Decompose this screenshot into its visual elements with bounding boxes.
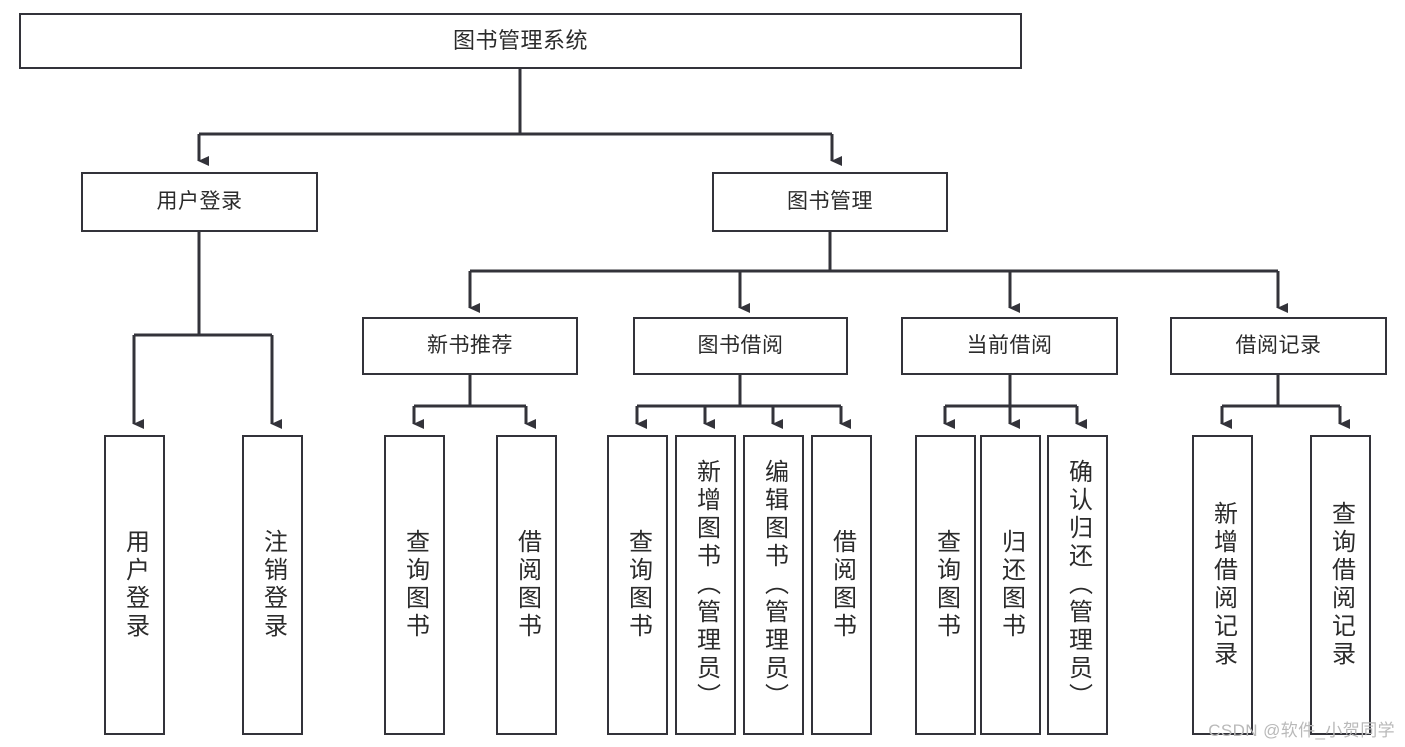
node-label: 借阅图书 xyxy=(828,529,856,641)
node-book-borrow[interactable]: 图书借阅 xyxy=(633,317,848,375)
leaf-user-logout[interactable]: 注销登录 xyxy=(242,435,303,735)
node-label: 新增借阅记录 xyxy=(1209,501,1237,669)
leaf-query-borrow-record[interactable]: 查询借阅记录 xyxy=(1310,435,1371,735)
leaf-edit-book-admin[interactable]: 编辑图书（管理员） xyxy=(743,435,804,735)
leaf-borrow-book[interactable]: 借阅图书 xyxy=(811,435,872,735)
leaf-query-book-borrow[interactable]: 查询图书 xyxy=(607,435,668,735)
node-book-management[interactable]: 图书管理 xyxy=(712,172,948,232)
node-label: 图书管理 xyxy=(787,189,873,213)
node-label: 注销登录 xyxy=(259,529,287,641)
leaf-query-book-recommend[interactable]: 查询图书 xyxy=(384,435,445,735)
node-root-library-system[interactable]: 图书管理系统 xyxy=(19,13,1022,69)
node-label: 查询借阅记录 xyxy=(1327,501,1355,669)
node-label: 借阅图书 xyxy=(513,529,541,641)
node-label: 归还图书 xyxy=(997,529,1025,641)
leaf-borrow-book-recommend[interactable]: 借阅图书 xyxy=(496,435,557,735)
node-label: 查询图书 xyxy=(932,529,960,641)
node-label: 新书推荐 xyxy=(427,333,513,357)
watermark: CSDN @软件_小贺同学 xyxy=(1208,721,1395,740)
node-borrow-record[interactable]: 借阅记录 xyxy=(1170,317,1387,375)
node-label: 查询图书 xyxy=(401,529,429,641)
node-label: 图书借阅 xyxy=(697,333,784,357)
leaf-add-book-admin[interactable]: 新增图书（管理员） xyxy=(675,435,736,735)
node-label: 图书管理系统 xyxy=(452,28,588,54)
node-label: 新增图书（管理员） xyxy=(692,459,720,711)
node-label: 确认归还（管理员） xyxy=(1064,459,1092,711)
node-label: 借阅记录 xyxy=(1235,333,1322,357)
leaf-user-login[interactable]: 用户登录 xyxy=(104,435,165,735)
node-label: 用户登录 xyxy=(121,529,149,641)
leaf-add-borrow-record[interactable]: 新增借阅记录 xyxy=(1192,435,1253,735)
node-new-book-recommend[interactable]: 新书推荐 xyxy=(362,317,578,375)
leaf-return-book[interactable]: 归还图书 xyxy=(980,435,1041,735)
node-user-login[interactable]: 用户登录 xyxy=(81,172,318,232)
leaf-query-book-current[interactable]: 查询图书 xyxy=(915,435,976,735)
node-label: 编辑图书（管理员） xyxy=(760,459,788,711)
node-current-borrow[interactable]: 当前借阅 xyxy=(901,317,1118,375)
leaf-confirm-return-admin[interactable]: 确认归还（管理员） xyxy=(1047,435,1108,735)
node-label: 当前借阅 xyxy=(966,333,1053,357)
node-label: 用户登录 xyxy=(156,189,243,213)
node-label: 查询图书 xyxy=(624,529,652,641)
